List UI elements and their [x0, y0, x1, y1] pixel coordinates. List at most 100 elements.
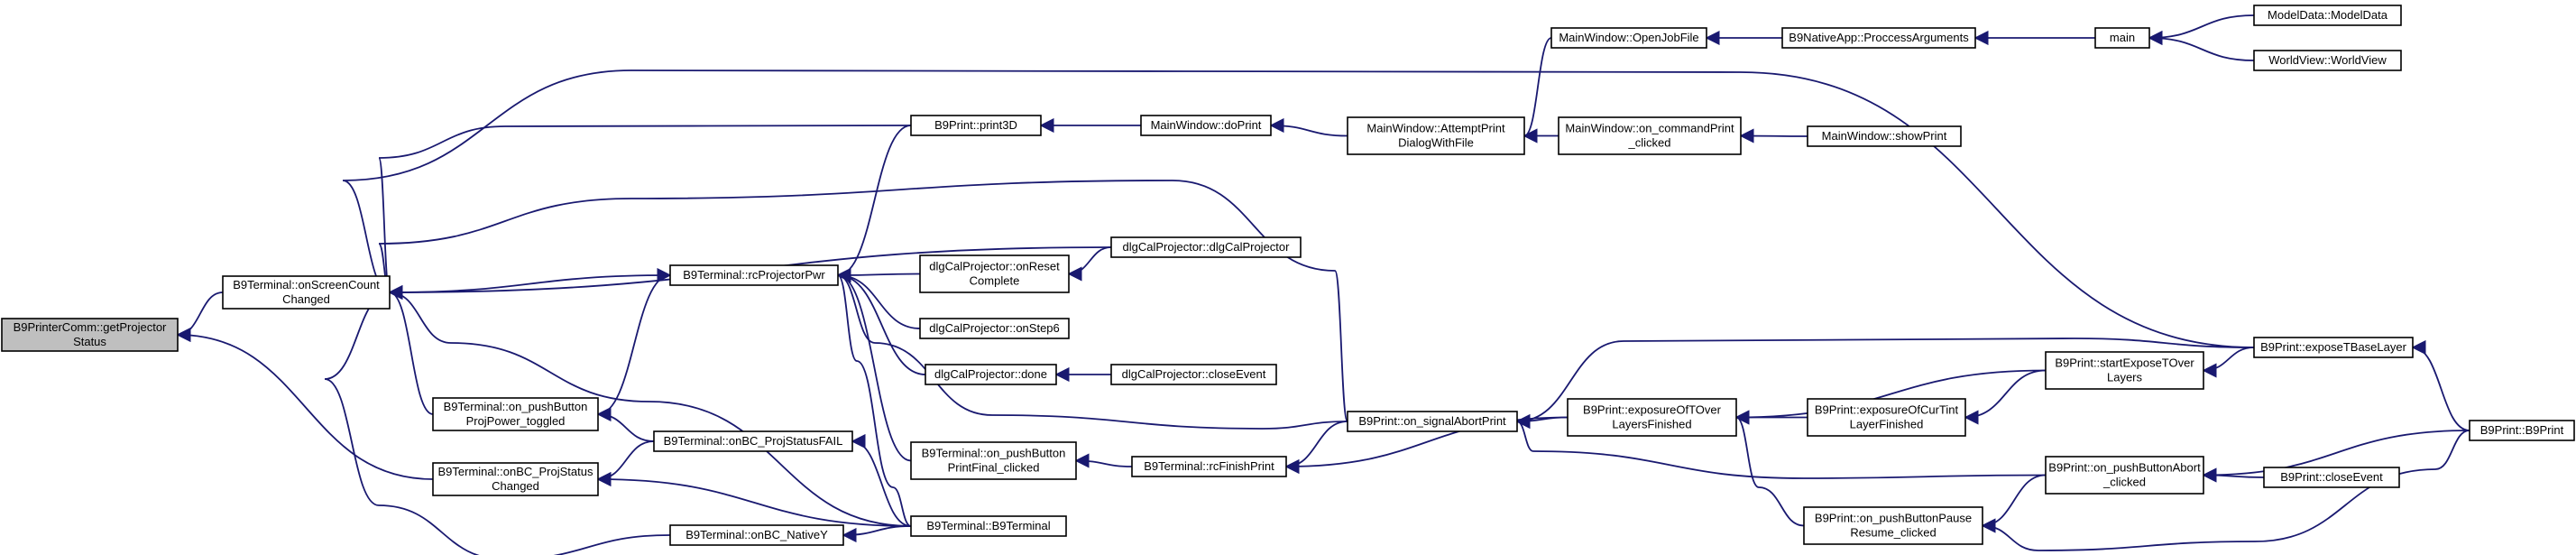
- node-label: B9Terminal::onBC_ProjStatusFAIL: [664, 434, 843, 448]
- graph-node-showprint[interactable]: MainWindow::showPrint: [1807, 125, 1962, 147]
- node-label: B9Print::exposeTBaseLayer: [2260, 340, 2407, 354]
- node-box: [1807, 125, 1962, 147]
- node-label: PrintFinal_clicked: [948, 461, 1040, 475]
- graph-node-main[interactable]: main: [2094, 27, 2150, 49]
- graph-node-worldview[interactable]: WorldView::WorldView: [2253, 50, 2402, 71]
- node-box: [919, 318, 1070, 339]
- graph-node-b9terminal[interactable]: B9Terminal::B9Terminal: [910, 515, 1067, 537]
- node-label: dlgCalProjector::dlgCalProjector: [1123, 240, 1291, 254]
- node-label: dlgCalProjector::onStep6: [929, 321, 1060, 335]
- graph-node-rcfinishprint[interactable]: B9Terminal::rcFinishPrint: [1131, 456, 1287, 477]
- node-label: B9Terminal::onBC_ProjStatus: [438, 465, 593, 478]
- node-label: B9Print::exposureOfCurTint: [1815, 403, 1959, 417]
- graph-node-exposetbaselayer[interactable]: B9Print::exposeTBaseLayer: [2253, 337, 2414, 358]
- node-box: [222, 275, 391, 310]
- graph-node-closeeventdlg[interactable]: dlgCalProjector::closeEvent: [1110, 364, 1277, 385]
- graph-node-done[interactable]: dlgCalProjector::done: [925, 364, 1057, 385]
- node-box: [1131, 456, 1287, 477]
- node-box: [925, 364, 1057, 385]
- node-label: _clicked: [2102, 476, 2146, 489]
- call-edge: [2202, 430, 2470, 483]
- call-edge: [2202, 467, 2265, 483]
- graph-node-on-commandprint-clicked[interactable]: MainWindow::on_commandPrint_clicked: [1558, 116, 1742, 155]
- graph-node-doprint[interactable]: MainWindow::doPrint: [1140, 115, 1272, 136]
- graph-node-dlgcalprojector[interactable]: dlgCalProjector::dlgCalProjector: [1110, 236, 1302, 258]
- call-edge: [1523, 37, 1552, 143]
- node-box: [432, 397, 599, 431]
- graph-node-on-pushbuttonprojpower-toggled[interactable]: B9Terminal::on_pushButtonProjPower_toggl…: [432, 397, 599, 431]
- node-label: B9Terminal::on_pushButton: [922, 447, 1066, 460]
- call-edge: [1981, 474, 2047, 533]
- node-box: [1567, 398, 1737, 437]
- graph-node-onstep6[interactable]: dlgCalProjector::onStep6: [919, 318, 1070, 339]
- call-edge: [2148, 14, 2255, 46]
- graph-node-modeldata[interactable]: ModelData::ModelData: [2253, 5, 2402, 26]
- node-label: dlgCalProjector::closeEvent: [1122, 367, 1266, 381]
- call-edge: [836, 267, 1348, 430]
- node-box: [1110, 364, 1277, 385]
- node-box: [1, 318, 179, 352]
- node-label: Layers: [2107, 371, 2143, 384]
- call-edge: [596, 406, 655, 442]
- graph-node-onbc-nativey[interactable]: B9Terminal::onBC_NativeY: [669, 524, 844, 546]
- call-edge: [1074, 453, 1133, 468]
- call-edge: [1284, 421, 1348, 475]
- call-edge: [2148, 30, 2255, 61]
- node-box: [432, 462, 599, 496]
- node-box: [2094, 27, 2150, 49]
- call-edge: [1734, 410, 1805, 527]
- node-label: Status: [73, 335, 106, 348]
- call-edge: [836, 267, 912, 462]
- node-box: [1781, 27, 1976, 49]
- node-label: B9Terminal::B9Terminal: [926, 519, 1050, 532]
- call-edge: [597, 267, 672, 415]
- call-edge: [176, 291, 224, 343]
- call-edge: [851, 433, 912, 527]
- call-edge: [2202, 347, 2255, 378]
- call-edge: [596, 471, 912, 527]
- graph-node-on-pushbuttonprintfinal-clicked[interactable]: B9Terminal::on_pushButtonPrintFinal_clic…: [910, 441, 1077, 480]
- graph-node-proccessarguments[interactable]: B9NativeApp::ProccessArguments: [1781, 27, 1976, 49]
- node-box: [2253, 337, 2414, 358]
- node-label: dlgCalProjector::done: [934, 367, 1047, 381]
- graph-node-print3d[interactable]: B9Print::print3D: [910, 115, 1042, 136]
- node-box: [2253, 50, 2402, 71]
- node-label: B9Print::on_pushButtonAbort: [2048, 461, 2201, 475]
- node-label: Resume_clicked: [1850, 526, 1936, 540]
- node-label: MainWindow::AttemptPrint: [1366, 122, 1505, 135]
- node-box: [1558, 116, 1742, 155]
- node-label: main: [2110, 31, 2135, 44]
- node-label: B9Terminal::onBC_NativeY: [685, 528, 828, 541]
- call-edge: [342, 69, 2255, 348]
- graph-node-on-pushbuttonabort-clicked[interactable]: B9Print::on_pushButtonAbort_clicked: [2045, 456, 2204, 495]
- node-label: LayersFinished: [1612, 418, 1691, 431]
- edge-layer: [176, 14, 2470, 555]
- graph-node-b9print[interactable]: B9Print::B9Print: [2469, 420, 2575, 441]
- graph-node-on-signalabortprint[interactable]: B9Print::on_signalAbortPrint: [1347, 411, 1518, 432]
- node-label: _clicked: [1628, 136, 1671, 150]
- node-box: [1347, 411, 1518, 432]
- node-box: [919, 254, 1070, 293]
- node-label: B9PrinterComm::getProjector: [14, 320, 167, 334]
- graph-node-on-pushbuttonpauseresume-clicked[interactable]: B9Print::on_pushButtonPauseResume_clicke…: [1803, 506, 1983, 545]
- graph-node-onbc-projstatusfail[interactable]: B9Terminal::onBC_ProjStatusFAIL: [653, 430, 853, 452]
- call-edge: [324, 284, 671, 555]
- node-box: [1347, 116, 1525, 155]
- call-edge: [836, 125, 912, 283]
- node-label: DialogWithFile: [1398, 136, 1474, 150]
- call-edge: [1067, 246, 1112, 282]
- graph-node-openjobfile[interactable]: MainWindow::OpenJobFile: [1550, 27, 1707, 49]
- call-edge: [836, 268, 912, 527]
- graph-node-closeeventprint[interactable]: B9Print::closeEvent: [2263, 467, 2400, 488]
- graph-node-rcprojectorpwr[interactable]: B9Terminal::rcProjectorPwr: [669, 264, 839, 286]
- node-box: [653, 430, 853, 452]
